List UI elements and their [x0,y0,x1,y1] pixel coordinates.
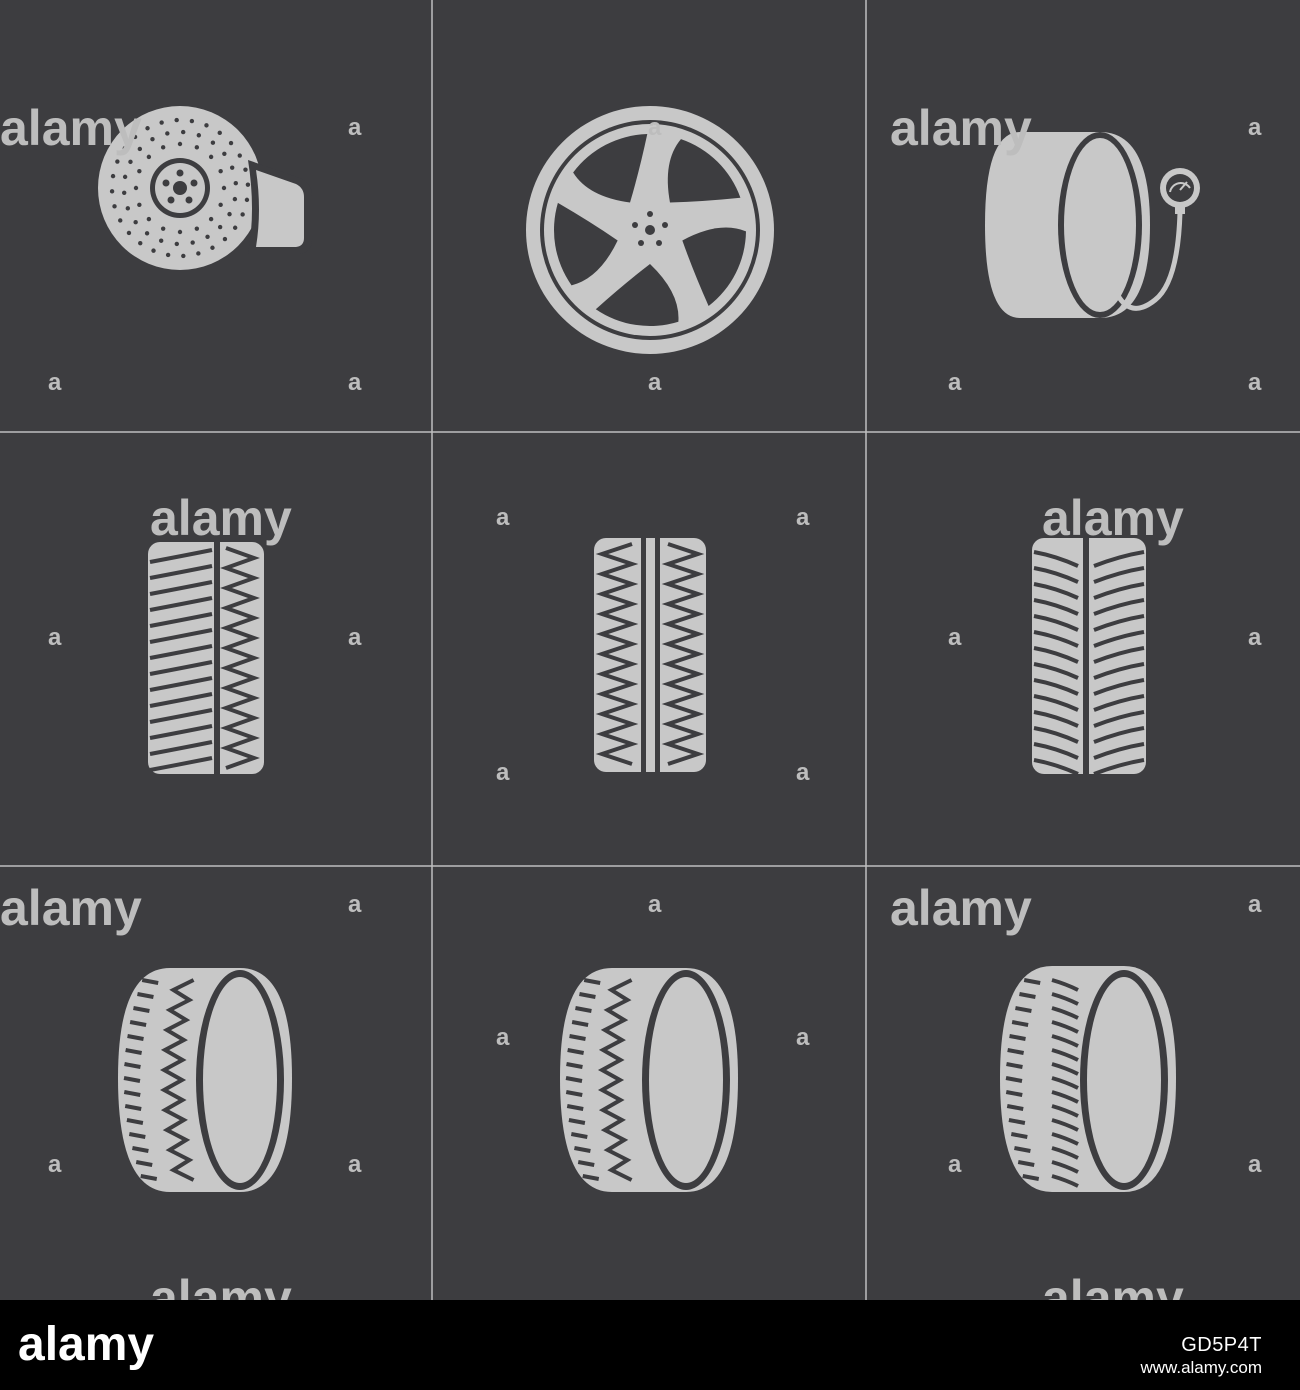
watermark-letter: a [48,369,62,396]
watermark-letter: a [496,1024,510,1051]
watermark-letter: a [796,1024,810,1051]
watermark-letter: a [648,891,662,918]
watermark-letter: a [796,504,810,531]
alloy-rim-icon [526,106,774,354]
watermark-word: alamy [890,100,1032,156]
brake-disc-icon [98,106,312,270]
watermark-letter: a [48,624,62,651]
watermark-layer: alamy alamy alamy alamy alamy alamy alamy alamy… [0,100,1262,1300]
grid-dividers [0,0,1300,1300]
watermark-letter: a [348,369,362,396]
footer-url[interactable]: www.alamy.com [1140,1358,1262,1377]
watermark-letter: a [1248,1151,1262,1178]
tire-tread-three-icon [1032,538,1146,776]
icon-grid: alamy alamy alamy alamy alamy alamy alamy alamy… [0,0,1300,1300]
watermark-word: alamy [890,880,1032,936]
watermark-word: alamy [150,1270,292,1300]
watermark-letter: a [796,759,810,786]
watermark-letter: a [496,504,510,531]
watermark-letter: a [948,1151,962,1178]
watermark-word: alamy [150,490,292,546]
watermark-letter: a [348,891,362,918]
watermark-letter: a [1248,369,1262,396]
tire-pressure-gauge-icon [985,132,1200,318]
watermark-word: alamy [0,100,142,156]
watermark-word: alamy [1042,490,1184,546]
alamy-logo: alamy [18,1318,154,1371]
footer-bar: alamy GD5P4T www.alamy.com [0,1300,1300,1390]
tire-tread-one-icon [148,542,264,774]
watermark-word: alamy [0,880,142,936]
tire-tread-two-icon [594,538,706,772]
watermark-letter: a [948,369,962,396]
watermark-letter: a [348,114,362,141]
tire-perspective-two-icon [560,968,738,1192]
watermark-letter: a [348,624,362,651]
watermark-word: alamy [1042,1270,1184,1300]
watermark-letter: a [1248,114,1262,141]
alamy-logo-text: alamy [18,1318,154,1371]
watermark-letter: a [648,114,662,141]
image-id: GD5P4T [1181,1334,1262,1356]
watermark-letter: a [48,1151,62,1178]
tire-perspective-one-icon [118,968,292,1192]
watermark-letter: a [348,1151,362,1178]
watermark-letter: a [948,624,962,651]
watermark-letter: a [1248,624,1262,651]
watermark-letter: a [496,759,510,786]
watermark-letter: a [648,369,662,396]
watermark-letter: a [1248,891,1262,918]
tire-perspective-three-icon [1000,966,1176,1192]
